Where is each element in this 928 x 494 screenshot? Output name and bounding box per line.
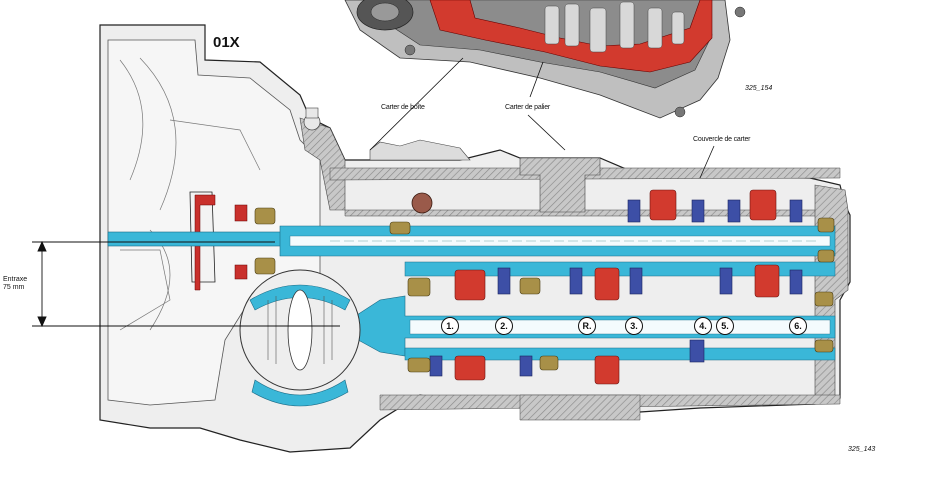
callout-couvercle: Couvercle de carter bbox=[693, 136, 751, 143]
diagram-title: 01X bbox=[213, 34, 240, 51]
gear-label-2: 2. bbox=[495, 317, 513, 335]
gear-label-r: R. bbox=[578, 317, 596, 335]
bearings bbox=[254, 207, 835, 373]
callout-leaders bbox=[369, 57, 715, 179]
ref-bottom: 325_143 bbox=[848, 446, 876, 453]
main-shaft bbox=[107, 225, 836, 257]
entraxe-value: 75 mm bbox=[3, 284, 25, 291]
oil-plug bbox=[411, 192, 433, 214]
cutaway-inset bbox=[344, 0, 746, 119]
gear-label-1: 1. bbox=[441, 317, 459, 335]
callout-carter-palier: Carter de palier bbox=[505, 104, 551, 111]
gears bbox=[454, 189, 780, 385]
synchronizers bbox=[429, 199, 803, 377]
callout-carter-boite: Carter de boîte bbox=[381, 104, 425, 111]
gear-label-5: 5. bbox=[716, 317, 734, 335]
differential bbox=[239, 269, 361, 407]
gear-label-4: 4. bbox=[694, 317, 712, 335]
entraxe-label: Entraxe bbox=[3, 276, 28, 283]
entraxe-dimension bbox=[32, 240, 340, 328]
gear-label-6: 6. bbox=[789, 317, 807, 335]
ref-top: 325_154 bbox=[745, 85, 773, 92]
gear-label-3: 3. bbox=[625, 317, 643, 335]
